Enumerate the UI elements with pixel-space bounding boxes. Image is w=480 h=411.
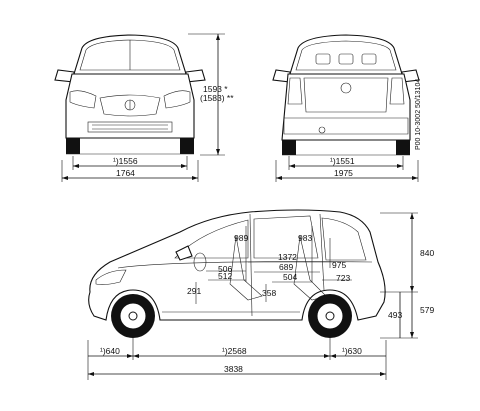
- interior-689-label: 689: [279, 262, 293, 272]
- front-height-alt-label: (1583) **: [200, 93, 234, 103]
- front-track-label: ¹)1556: [113, 156, 138, 166]
- length-label: 3838: [224, 364, 243, 374]
- side-view: [88, 209, 386, 338]
- overhang-rear-label: ¹)630: [342, 346, 362, 356]
- front-width-label: 1764: [116, 168, 135, 178]
- interior-358-label: 358: [262, 288, 276, 298]
- headroom-front-label: 989: [234, 233, 248, 243]
- interior-506-label: 506: [218, 264, 232, 274]
- interior-291-label: 291: [187, 286, 201, 296]
- height-493-label: 493: [388, 310, 402, 320]
- headroom-rear-label: 983: [298, 233, 312, 243]
- interior-975-label: 975: [332, 260, 346, 270]
- front-view: [54, 34, 206, 155]
- front-height-label: 1593 *: [203, 84, 228, 94]
- overhang-front-label: ¹)640: [100, 346, 120, 356]
- interior-512-label: 512: [218, 271, 232, 281]
- rear-code-label: P00 10-3002 50/13104: [415, 79, 422, 150]
- rear-dimensions: P00 10-3002 50/13104 ¹)1551 1975: [275, 79, 422, 182]
- interior-1372-label: 1372: [278, 252, 297, 262]
- side-exterior-dimensions: 840 579 493 ¹)640 ¹)2568 ¹)630 3838: [87, 212, 434, 380]
- interior-723-label: 723: [336, 273, 350, 283]
- front-dimensions: 1593 * (1583) ** ¹)1556 1764: [61, 33, 234, 182]
- height-579-label: 579: [420, 305, 434, 315]
- rear-view: [272, 34, 420, 156]
- rear-track-label: ¹)1551: [330, 156, 355, 166]
- wheelbase-label: ¹)2568: [222, 346, 247, 356]
- interior-504-label: 504: [283, 272, 297, 282]
- side-interior-dimensions: 989 983 1372 689 506 512 504 975 723 291…: [187, 226, 352, 304]
- rear-width-label: 1975: [334, 168, 353, 178]
- height-840-label: 840: [420, 248, 434, 258]
